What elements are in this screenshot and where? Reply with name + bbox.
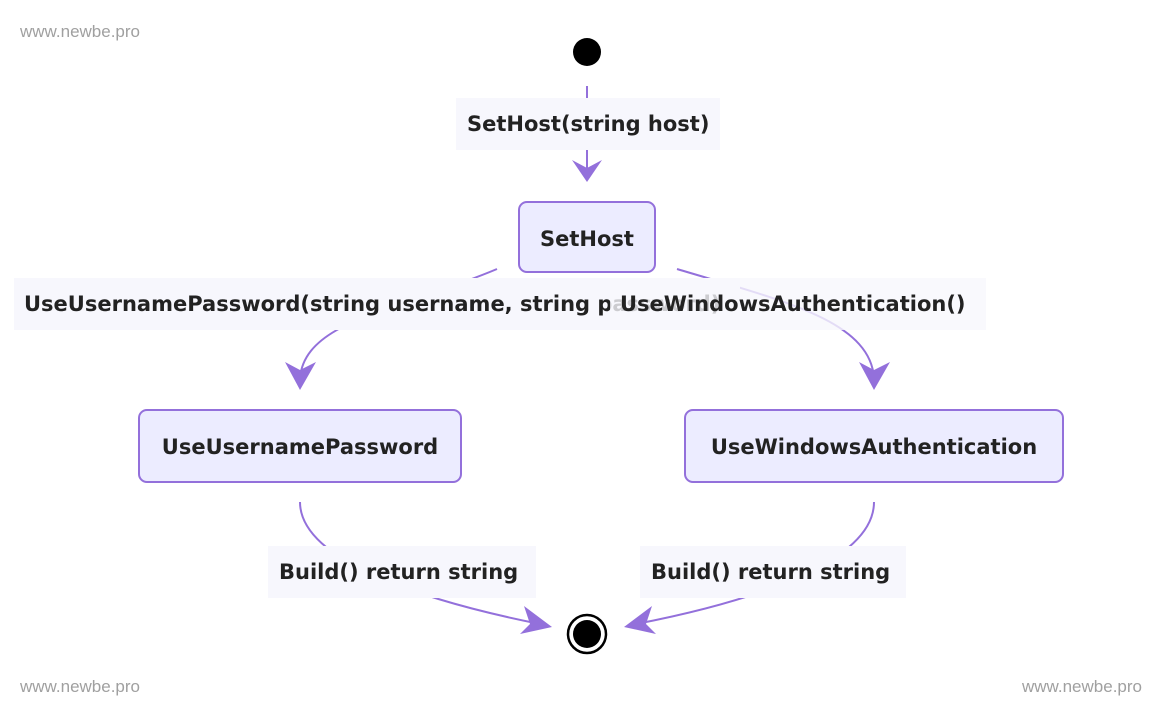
state-sethost: SetHost <box>518 201 656 273</box>
state-use-username-password: UseUsernamePassword <box>138 409 462 483</box>
edge-label-build-left-text: Build() return string <box>279 560 518 584</box>
watermark-top-left: www.newbe.pro <box>20 22 141 41</box>
watermark-bottom-right: www.newbe.pro <box>1021 677 1142 696</box>
state-use-windows-authentication: UseWindowsAuthentication <box>684 409 1064 483</box>
edge-label-windows-text: UseWindowsAuthentication() <box>620 292 966 316</box>
state-use-windows-authentication-label: UseWindowsAuthentication <box>711 435 1037 459</box>
edge-label-build-left: Build() return string <box>268 546 536 598</box>
edge-label-windows: UseWindowsAuthentication() <box>610 278 986 330</box>
edge-label-build-right: Build() return string <box>640 546 906 598</box>
state-sethost-label: SetHost <box>540 227 634 251</box>
edge-label-build-right-text: Build() return string <box>651 560 890 584</box>
end-node <box>566 613 608 655</box>
watermark-bottom-left: www.newbe.pro <box>20 677 141 696</box>
start-node <box>573 38 601 66</box>
state-use-username-password-label: UseUsernamePassword <box>162 435 438 459</box>
edge-label-sethost-text: SetHost(string host) <box>467 112 709 136</box>
edge-label-sethost: SetHost(string host) <box>456 98 720 150</box>
edge-label-username-text: UseUsernamePassword(string username, str… <box>24 292 720 316</box>
